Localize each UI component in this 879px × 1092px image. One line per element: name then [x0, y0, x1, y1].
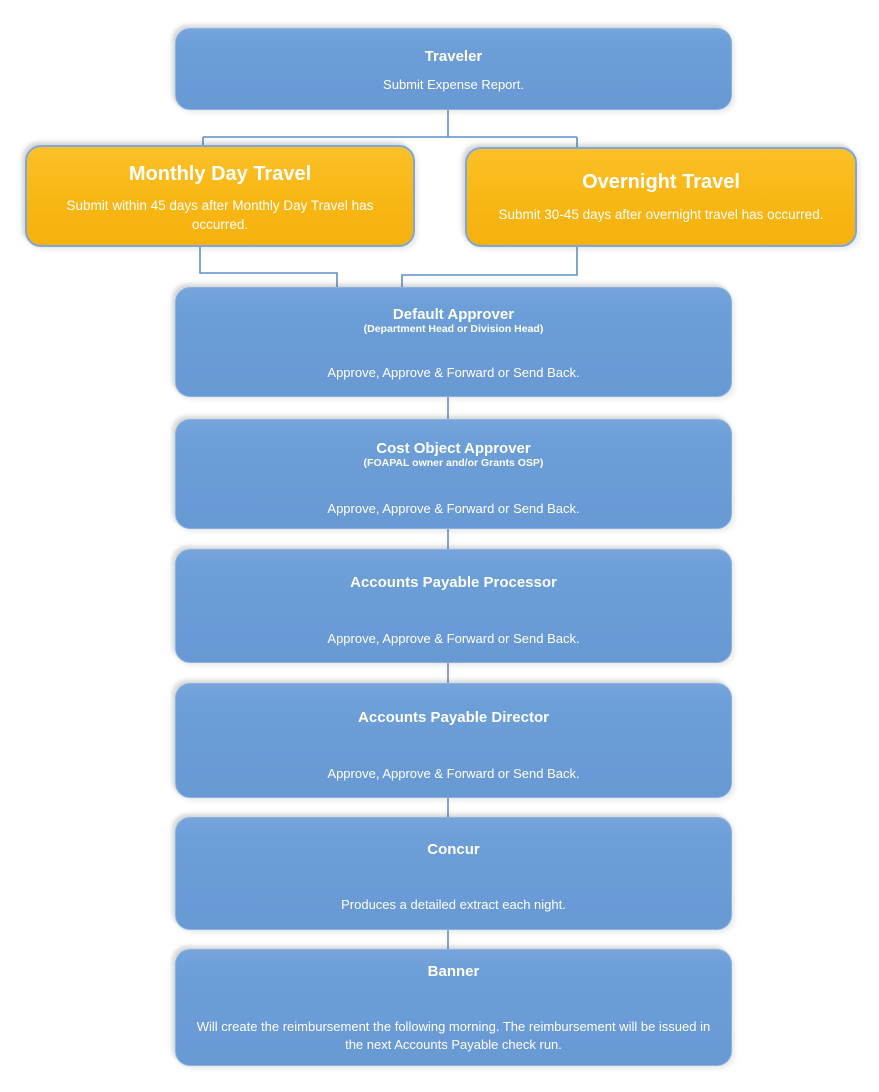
connector-monthly-to-default-approver	[199, 247, 338, 289]
node-cost-object-approver: Cost Object Approver (FOAPAL owner and/o…	[175, 419, 732, 529]
node-traveler-body: Submit Expense Report.	[383, 77, 524, 92]
node-default-approver-title: Default Approver	[392, 306, 515, 323]
node-overnight-travel-body: Submit 30-45 days after overnight travel…	[498, 207, 824, 222]
node-accounts-payable-processor: Accounts Payable Processor Approve, Appr…	[175, 549, 732, 663]
node-cost-object-approver-subtitle: (FOAPAL owner and/or Grants OSP)	[363, 457, 544, 469]
node-accounts-payable-processor-body: Approve, Approve & Forward or Send Back.	[327, 631, 580, 646]
node-accounts-payable-director-body: Approve, Approve & Forward or Send Back.	[327, 766, 580, 781]
node-banner: Banner Will create the reimbursement the…	[175, 949, 732, 1066]
node-monthly-day-travel-title: Monthly Day Travel	[128, 163, 312, 185]
node-default-approver: Default Approver (Department Head or Div…	[175, 287, 732, 397]
node-banner-title: Banner	[427, 963, 480, 980]
node-monthly-day-travel: Monthly Day Travel Submit within 45 days…	[25, 145, 415, 247]
connector-overnight-to-default-approver	[401, 245, 578, 289]
node-concur-title: Concur	[427, 841, 480, 858]
node-monthly-day-travel-body: Submit within 45 days after Monthly Day …	[66, 198, 374, 232]
node-accounts-payable-processor-title: Accounts Payable Processor	[350, 574, 557, 591]
node-banner-body: Will create the reimbursement the follow…	[196, 1019, 711, 1053]
node-traveler: Traveler Submit Expense Report.	[175, 28, 732, 110]
node-default-approver-subtitle: (Department Head or Division Head)	[363, 323, 544, 335]
node-default-approver-body: Approve, Approve & Forward or Send Back.	[327, 365, 580, 380]
node-concur-body: Produces a detailed extract each night.	[341, 897, 566, 912]
node-cost-object-approver-title: Cost Object Approver	[376, 440, 531, 457]
node-concur: Concur Produces a detailed extract each …	[175, 817, 732, 930]
node-overnight-travel: Overnight Travel Submit 30-45 days after…	[465, 147, 857, 247]
node-cost-object-approver-body: Approve, Approve & Forward or Send Back.	[327, 501, 580, 516]
node-accounts-payable-director: Accounts Payable Director Approve, Appro…	[175, 683, 732, 798]
node-overnight-travel-title: Overnight Travel	[582, 171, 740, 193]
node-accounts-payable-director-title: Accounts Payable Director	[358, 709, 549, 726]
node-traveler-title: Traveler	[424, 48, 483, 65]
